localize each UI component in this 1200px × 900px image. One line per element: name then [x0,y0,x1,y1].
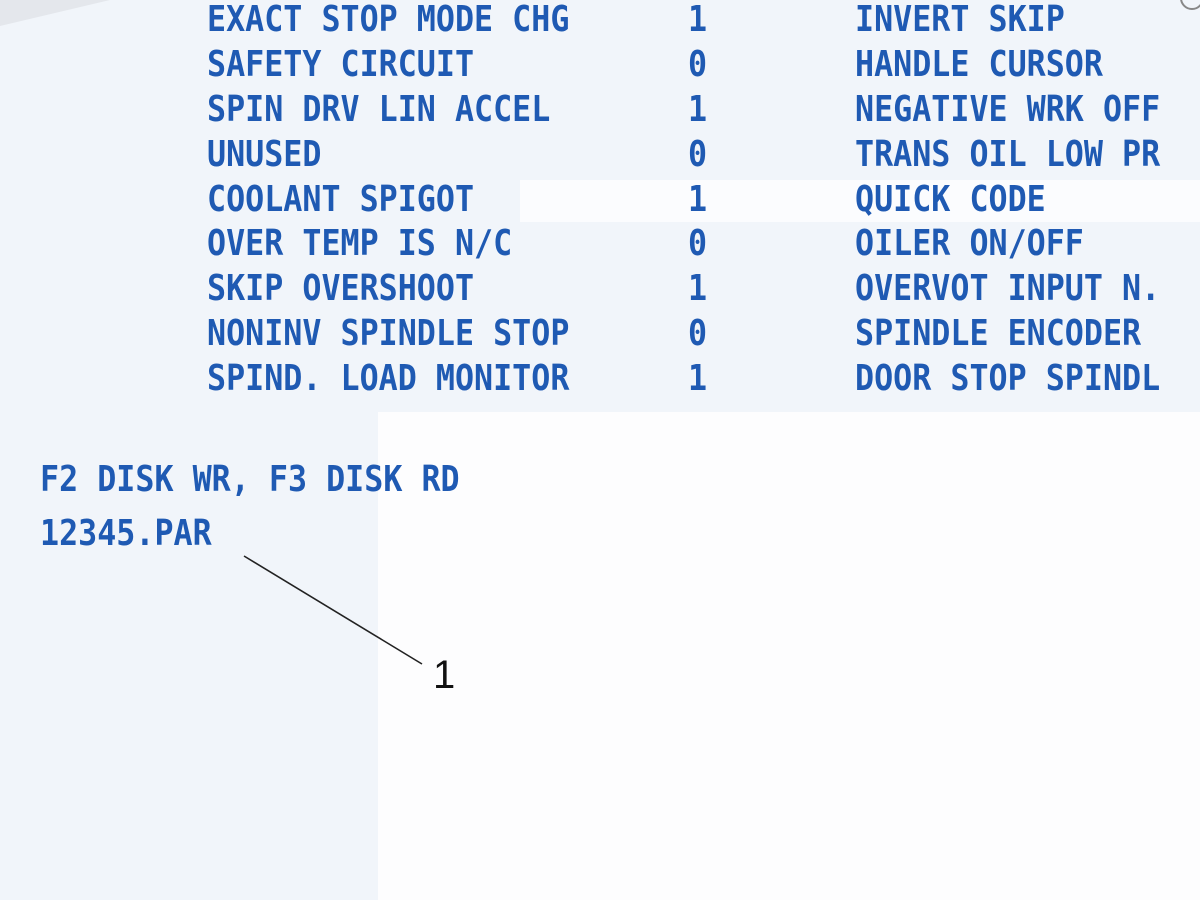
param-value: 1 [688,0,708,40]
param-name: UNUSED [207,134,322,175]
callout-number: 1 [433,653,456,697]
corner-circle-icon [1180,0,1200,10]
param-value: 1 [688,179,708,220]
param-right-name: SPINDLE ENCODER [855,313,1142,354]
param-name: SKIP OVERSHOOT [207,268,475,309]
param-value: 0 [688,134,708,175]
param-value: 0 [688,313,708,354]
param-name: SAFETY CIRCUIT [207,44,475,85]
param-right-name: OVERVOT INPUT N. [855,268,1161,309]
param-right-name: HANDLE CURSOR [855,44,1103,85]
white-panel [378,412,1200,900]
param-name: SPIND. LOAD MONITOR [207,358,570,399]
filename-label: 12345.PAR [40,513,212,554]
param-value: 1 [688,358,708,399]
param-right-name: OILER ON/OFF [855,223,1084,264]
param-right-name: INVERT SKIP [855,0,1065,40]
param-right-name: NEGATIVE WRK OFF [855,89,1161,130]
param-value: 1 [688,268,708,309]
param-right-name: TRANS OIL LOW PR [855,134,1161,175]
param-value: 0 [688,223,708,264]
param-right-name: QUICK CODE [855,179,1046,220]
param-value: 1 [688,89,708,130]
param-name: COOLANT SPIGOT [207,179,475,220]
param-value: 0 [688,44,708,85]
param-name: SPIN DRV LIN ACCEL [207,89,551,130]
disk-hint: F2 DISK WR, F3 DISK RD [40,459,460,500]
row-highlight [520,180,1200,222]
param-name: OVER TEMP IS N/C [207,223,513,264]
param-right-name: DOOR STOP SPINDL [855,358,1161,399]
param-name: NONINV SPINDLE STOP [207,313,570,354]
param-name: EXACT STOP MODE CHG [207,0,570,40]
corner-mark [0,0,110,26]
